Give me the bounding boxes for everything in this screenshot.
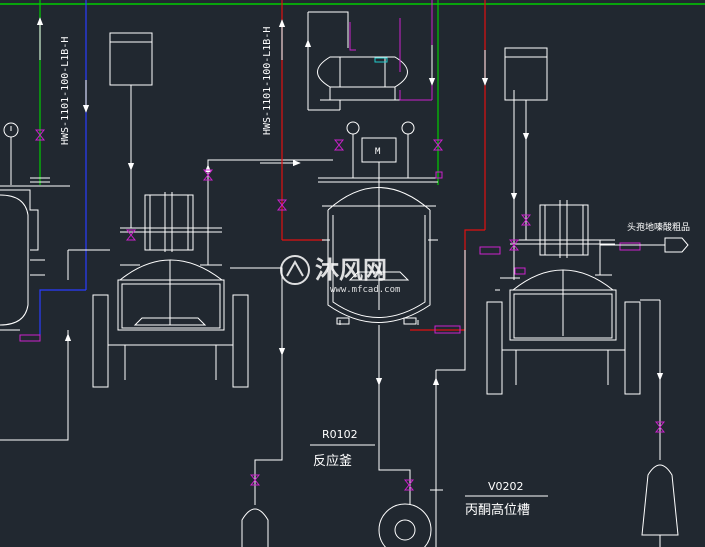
left-reactor [92,32,249,388]
valve-icon [654,421,666,433]
watermark: 沐风网 www.mfcad.com [280,255,400,295]
left-blue-return [39,289,86,335]
tank-tag: V0202 [488,480,524,493]
left-partial-vessel [0,189,45,331]
valve-icon [34,129,46,141]
product-out-label: 头孢地嗪酸粗品 [627,221,690,233]
valve-icon [479,214,641,275]
watermark-brand: 沐风网 [315,256,387,284]
reactor-name: 反应釜 [313,453,352,469]
watermark-url: www.mfcad.com [330,285,400,295]
condenser [307,11,408,111]
center-reactor [318,121,438,450]
valve-icon [249,474,261,486]
receiving-tank [641,464,679,536]
reactor-tag: R0102 [322,428,358,441]
valve-icon [333,139,444,179]
center-pipe-label: HWS-1101-100-L1B-H [262,27,273,135]
valve-icon [403,479,415,491]
pressure-gauge-icon [3,122,19,185]
valve-icon [125,169,214,241]
valve-icon [276,199,288,211]
left-pipe-label: HWS-1101-100-L1B-H [60,37,71,145]
tank-name: 丙酮高位槽 [465,502,530,518]
product-outlet [664,237,689,253]
pump [378,503,432,547]
motor-icon: M [375,147,381,157]
